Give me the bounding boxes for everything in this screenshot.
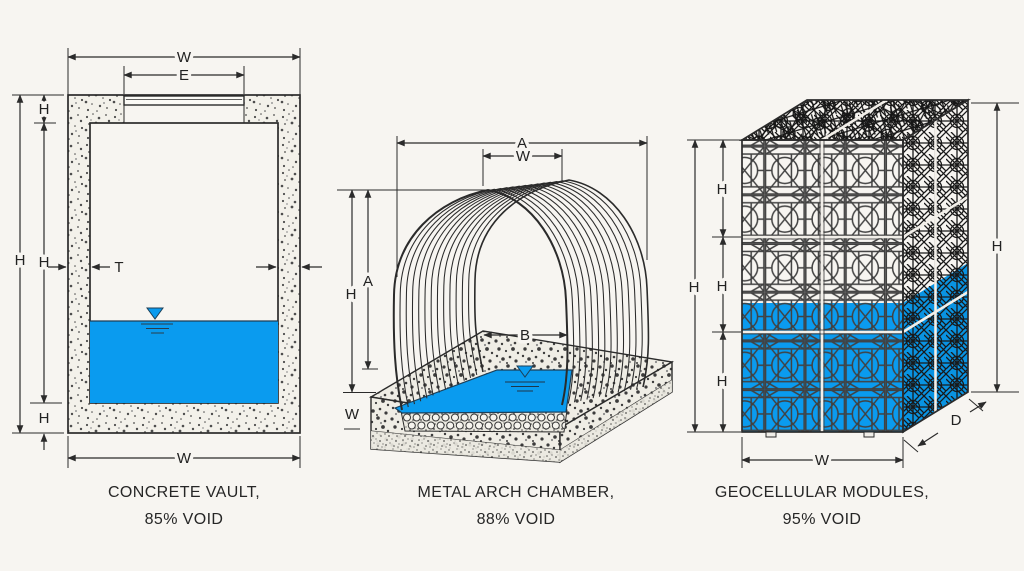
vault-lid-width-label: E [179, 67, 189, 84]
arch-caption-line2: 88% VOID [477, 511, 556, 528]
arch-caption-line1: METAL ARCH CHAMBER, [418, 484, 615, 501]
bed-lower-layer-front [371, 431, 560, 462]
panel-geocellular-modules: H H H H H W D GEOCELLULAR MODULES, 95% V… [685, 98, 1019, 531]
panel-concrete-vault: W E H H H H T W CONCRETE VAULT, 85% VOID [11, 46, 322, 531]
vault-width-bottom-label: W [177, 450, 192, 467]
arch-crest-width-label: W [516, 148, 531, 165]
water-ripple-lines [505, 381, 545, 392]
panel-metal-arch-chamber: A W H A W B METAL ARCH CHAMBER, 88% VOID [337, 132, 675, 531]
geo-module1-height-label: H [717, 181, 728, 198]
vault-height-top-label: H [39, 101, 50, 118]
geo-depth-label: D [951, 412, 962, 429]
geo-module-seams [742, 98, 969, 432]
geo-depth-arrow-front [917, 432, 939, 447]
geo-caption-line2: 95% VOID [783, 511, 862, 528]
water-level-icon [516, 365, 534, 378]
geo-caption-line1: GEOCELLULAR MODULES, [715, 484, 929, 501]
vault-height-inner-label: H [39, 254, 50, 271]
geo-module2-height-label: H [717, 278, 728, 295]
arch-rise-label: A [363, 273, 373, 290]
vault-caption-line2: 85% VOID [145, 511, 224, 528]
vault-outer-outline [67, 94, 301, 434]
vault-water [90, 321, 278, 403]
vault-caption-line1: CONCRETE VAULT, [108, 484, 260, 501]
geo-height-overall-right-label: H [992, 238, 1003, 255]
geo-left-ticks [687, 139, 741, 433]
vault-left-ticks [12, 94, 64, 434]
vault-bottom-extension-lines [67, 436, 301, 468]
geo-top-outline [738, 99, 972, 141]
vault-lid [123, 95, 245, 106]
arch-bed-depth-label: W [345, 406, 360, 423]
water-level-icon [146, 307, 164, 320]
arch-base-width-label: B [520, 327, 530, 344]
arch-water [393, 369, 573, 414]
interior-stone-bedding [400, 409, 568, 433]
vault-wall-thickness-label: T [114, 259, 123, 276]
arch-height-label: H [346, 286, 357, 303]
bed-lower-layer-end [560, 380, 672, 462]
geo-height-overall-left-label: H [689, 279, 700, 296]
arch-extension-lines [337, 136, 648, 277]
vault-top-extension-lines [67, 48, 301, 95]
water-ripple-lines [141, 323, 173, 334]
geo-depth-ticks [903, 398, 984, 453]
geo-width-label: W [815, 452, 830, 469]
geo-module-frames [742, 140, 903, 432]
geo-depth-arrow-back [969, 401, 987, 413]
geo-feet-tabs [765, 431, 875, 438]
vault-height-base-label: H [39, 410, 50, 427]
vault-width-top-label: W [177, 49, 192, 66]
geo-module3-height-label: H [717, 373, 728, 390]
arch-span-label: A [517, 135, 527, 152]
vault-height-overall-label: H [15, 252, 26, 269]
